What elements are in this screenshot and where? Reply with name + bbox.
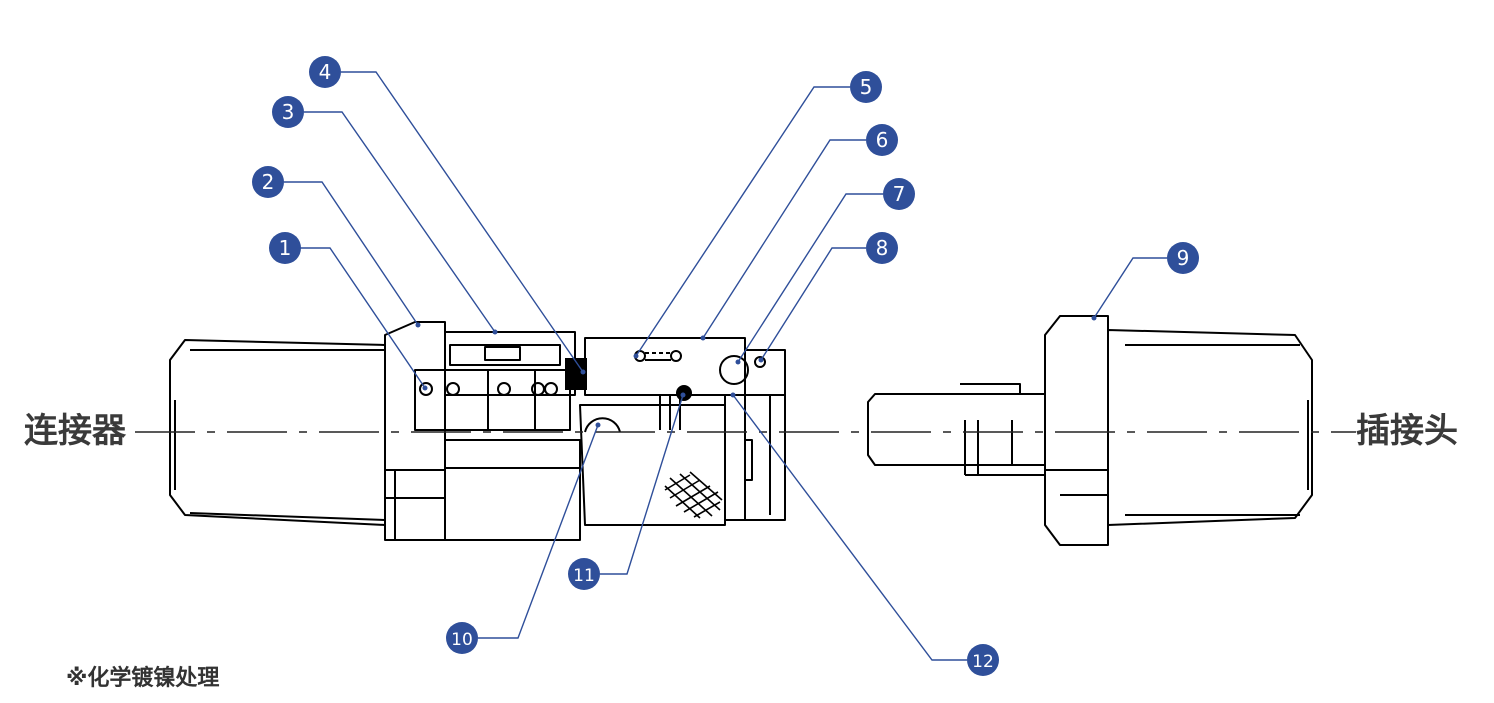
callout-circle-2 <box>252 166 284 198</box>
leader-line-11 <box>600 394 684 575</box>
callout-number-3: 3 <box>282 100 295 124</box>
callout-circle-6 <box>866 124 898 156</box>
callout-number-7: 7 <box>893 182 906 206</box>
callout-number-10: 10 <box>451 630 473 650</box>
leader-end-dot-1 <box>422 385 428 391</box>
leader-end-dot-5 <box>633 353 639 359</box>
plug-body <box>867 315 1313 546</box>
callout-4: 4 <box>309 56 341 88</box>
connector-label: 连接器 <box>24 411 126 451</box>
callout-11: 11 <box>568 558 600 590</box>
callout-5: 5 <box>850 71 882 103</box>
connector-sleeve <box>444 331 576 396</box>
leader-line-9 <box>1093 257 1167 319</box>
callout-3: 3 <box>272 96 304 128</box>
leader-end-dot-10 <box>595 422 601 428</box>
callout-number-12: 12 <box>972 652 994 672</box>
leader-line-2 <box>284 181 419 326</box>
connector-inner-body <box>414 369 571 431</box>
callout-circle-9 <box>1167 242 1199 274</box>
callout-number-5: 5 <box>860 75 873 99</box>
callout-6: 6 <box>866 124 898 156</box>
callout-number-8: 8 <box>876 236 889 260</box>
filter-mesh <box>664 471 723 519</box>
leader-end-dot-12 <box>730 392 736 398</box>
callout-number-9: 9 <box>1177 246 1190 270</box>
callout-circle-5 <box>850 71 882 103</box>
leader-line-3 <box>304 111 496 333</box>
callout-9: 9 <box>1167 242 1199 274</box>
leader-line-12 <box>732 394 967 661</box>
callout-number-11: 11 <box>573 566 595 586</box>
plug-rear-body <box>1107 329 1313 526</box>
leader-end-dot-8 <box>758 357 764 363</box>
seal-block-4 <box>565 358 587 390</box>
callout-circle-4 <box>309 56 341 88</box>
callout-10: 10 <box>446 622 478 654</box>
leader-end-dot-2 <box>415 322 421 328</box>
callout-number-6: 6 <box>876 128 889 152</box>
callout-12: 12 <box>967 644 999 676</box>
connector-body <box>169 321 786 541</box>
callout-2: 2 <box>252 166 284 198</box>
callout-circle-12 <box>967 644 999 676</box>
leader-end-dot-9 <box>1091 315 1097 321</box>
leader-line-1 <box>300 247 426 389</box>
callout-number-4: 4 <box>319 60 332 84</box>
leader-line-6 <box>702 139 866 339</box>
callout-number-2: 2 <box>262 170 275 194</box>
leader-end-dot-6 <box>700 335 706 341</box>
callout-circle-7 <box>883 178 915 210</box>
leader-line-5 <box>635 86 850 357</box>
callout-circle-3 <box>272 96 304 128</box>
callout-8: 8 <box>866 232 898 264</box>
callout-number-1: 1 <box>279 236 292 260</box>
leader-end-dot-11 <box>680 392 686 398</box>
leader-line-4 <box>341 71 584 373</box>
leader-line-8 <box>760 247 866 361</box>
footnote: ※化学镀镍处理 <box>66 666 220 691</box>
plug-hex <box>1044 315 1109 546</box>
callout-circle-1 <box>269 232 301 264</box>
connector-rear-chamfer-bot <box>189 512 386 521</box>
leader-end-dot-4 <box>580 369 586 375</box>
plug-label: 插接头 <box>1356 411 1458 451</box>
leader-end-dot-7 <box>735 359 741 365</box>
callout-circle-10 <box>446 622 478 654</box>
leader-lines <box>284 71 1167 661</box>
callout-circle-11 <box>568 558 600 590</box>
leader-line-10 <box>478 424 599 639</box>
leader-line-7 <box>737 193 883 363</box>
plug-stem <box>867 393 1046 466</box>
callout-7: 7 <box>883 178 915 210</box>
callout-1: 1 <box>269 232 301 264</box>
leader-end-dot-3 <box>492 329 498 335</box>
callout-circle-8 <box>866 232 898 264</box>
